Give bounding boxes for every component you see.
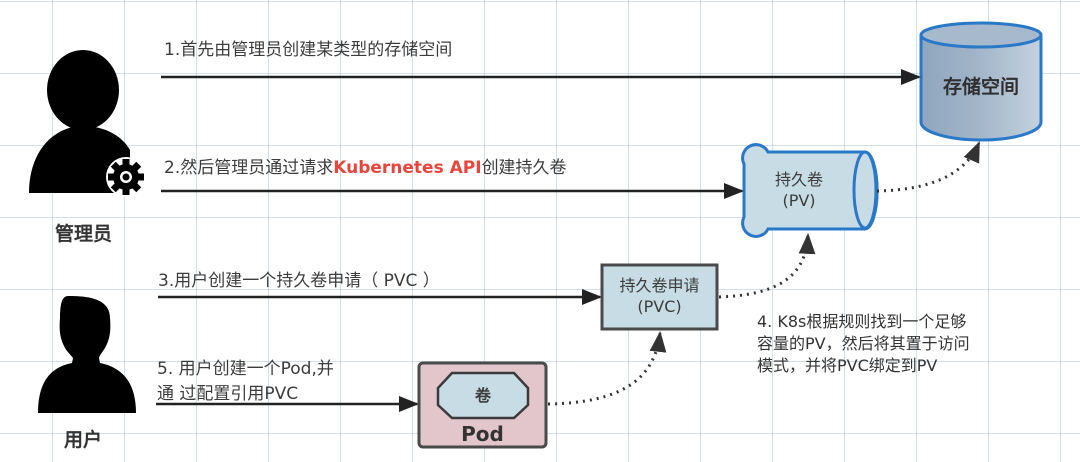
pod-box[interactable] (417, 361, 548, 449)
pvc-label-line1: 持久卷申请 (619, 276, 700, 295)
volume-octagon[interactable] (436, 371, 530, 420)
step4-line1: 4. K8s根据规则找到一个足够 (757, 312, 967, 331)
user-icon (38, 296, 136, 413)
dotted-arrow-pv-storage (876, 141, 981, 193)
volume-label: 卷 (474, 386, 491, 405)
pvc-label-line2: (PVC) (637, 297, 682, 316)
pv-label-line1: 持久卷 (774, 170, 823, 189)
dotted-arrow-pod-pvc (547, 330, 667, 406)
step2-label: 2.然后管理员通过请求Kubernetes API创建持久卷 (164, 153, 567, 178)
storage-cylinder[interactable] (919, 21, 1043, 142)
admin-user-gear-icon (29, 50, 146, 197)
step2-prefix: 2.然后管理员通过请求 (164, 158, 334, 178)
gear-icon (106, 157, 146, 197)
step5-label-line1: 5. 用户创建一个Pod,并 (157, 359, 334, 379)
step4-note: 4. K8s根据规则找到一个足够 容量的PV，然后将其置于访问 模式，并将PVC… (757, 311, 970, 377)
pod-label: Pod (461, 422, 504, 446)
user-label: 用户 (64, 429, 103, 451)
admin-label: 管理员 (55, 223, 113, 245)
step4-line2: 容量的PV，然后将其置于访问 (757, 334, 970, 353)
pvc-label: 持久卷申请 (PVC) (602, 275, 717, 317)
pv-label: 持久卷 (PV) (744, 169, 854, 211)
dotted-arrow-pvc-pv (718, 232, 816, 299)
storage-label: 存储空间 (942, 76, 1019, 98)
step2-highlight: Kubernetes API (333, 158, 482, 178)
step2-suffix: 创建持久卷 (481, 158, 567, 178)
pvc-box[interactable] (600, 263, 719, 331)
pv-cylinder[interactable] (741, 143, 879, 238)
step4-line3: 模式，并将PVC绑定到PV (757, 356, 938, 375)
step1-label: 1.首先由管理员创建某类型的存储空间 (164, 40, 453, 60)
step5-label-line2: 通 过配置引用PVC (157, 384, 299, 404)
step3-label: 3.用户创建一个持久卷申请（ PVC ） (158, 271, 440, 291)
pv-label-line2: (PV) (782, 191, 816, 210)
